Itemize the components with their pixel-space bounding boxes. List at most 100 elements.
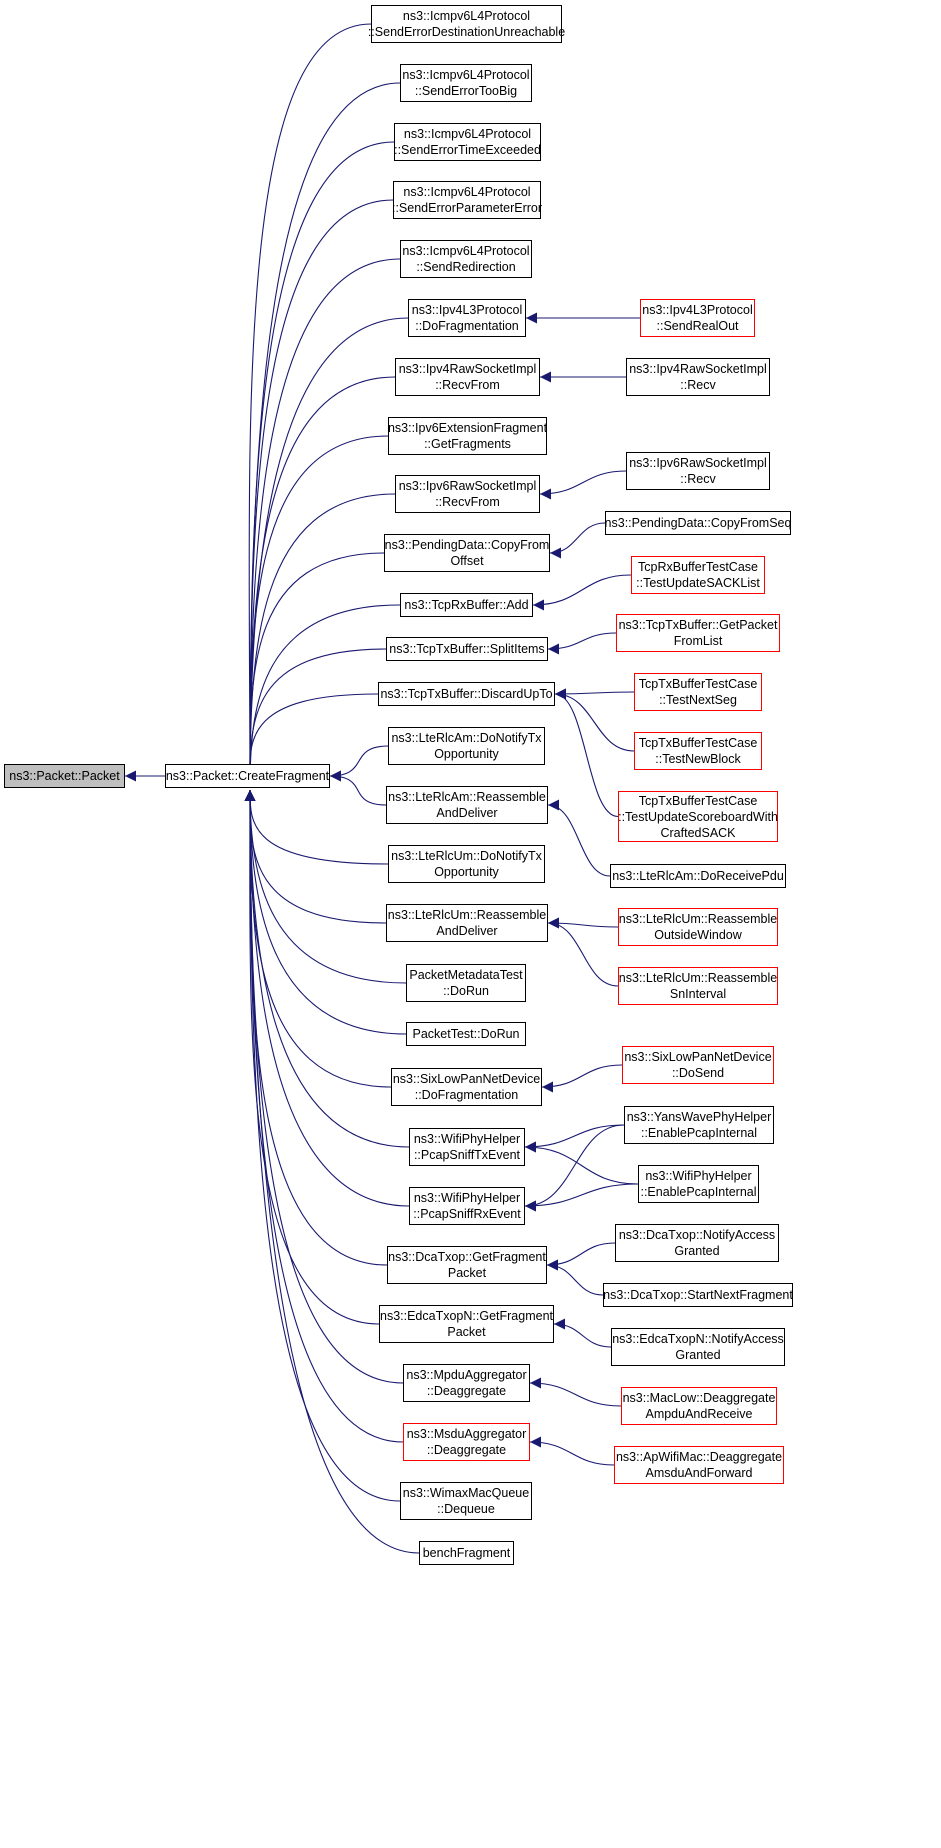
node-label-line: benchFragment (422, 1546, 511, 1560)
node-label-line: TcpTxBufferTestCase (638, 793, 758, 808)
graph-node-ns3-ipv4rawsocketimpl-recvfrom[interactable]: ns3::Ipv4RawSocketImpl::RecvFrom (395, 358, 540, 396)
node-label-line: ns3::Icmpv6L4Protocol (403, 185, 531, 199)
edge-a19-to-cf (244, 789, 407, 1035)
edge-b16-to-a23 (546, 1242, 616, 1271)
graph-node-tcptxbuffertestcase-testnextseg[interactable]: TcpTxBufferTestCase::TestNextSeg (634, 673, 762, 711)
node-label-line: ns3::LteRlcAm::Reassemble (388, 790, 546, 804)
graph-node-ns3-wifiphyhelper-pcapsnifftxevent[interactable]: ns3::WifiPhyHelper::PcapSniffTxEvent (409, 1128, 525, 1166)
node-label-line: ::TestNewBlock (655, 752, 741, 766)
graph-node-ns3-icmpv6l4protocol-senderrordestinationunreachable[interactable]: ns3::Icmpv6L4Protocol::SendErrorDestinat… (368, 5, 565, 43)
node-label-line: ::Recv (680, 472, 716, 486)
node-label-line: Packet (447, 1325, 486, 1339)
graph-node-ns3-tcptxbuffer-discardupto[interactable]: ns3::TcpTxBuffer::DiscardUpTo (378, 682, 555, 706)
node-label-line: ns3::LteRlcUm::Reassemble (618, 912, 778, 926)
graph-node-ns3-sixlowpannetdevice-dosend[interactable]: ns3::SixLowPanNetDevice::DoSend (622, 1046, 774, 1084)
edge-b15-to-a21 (524, 1141, 639, 1185)
node-label-line: AndDeliver (436, 924, 498, 938)
graph-node-tcptxbuffertestcase-testupdatescoreboardwithcraftedsack[interactable]: TcpTxBufferTestCase::TestUpdateScoreboar… (618, 791, 778, 842)
edge-a1-to-cf (244, 23, 372, 789)
graph-node-packetmetadatatest-dorun[interactable]: PacketMetadataTest::DoRun (406, 964, 526, 1002)
edge-b10-to-a15 (547, 799, 611, 877)
node-label-line: ns3::WimaxMacQueue (402, 1486, 530, 1500)
node-label-line: ns3::Icmpv6L4Protocol (402, 9, 531, 23)
graph-node-ns3-icmpv6l4protocol-senderrortimeexceeded[interactable]: ns3::Icmpv6L4Protocol::SendErrorTimeExce… (394, 123, 541, 161)
graph-node-ns3-wifiphyhelper-pcapsniffrxevent[interactable]: ns3::WifiPhyHelper::PcapSniffRxEvent (409, 1187, 525, 1225)
graph-node-ns3-sixlowpannetdevice-dofragmentation[interactable]: ns3::SixLowPanNetDevice::DoFragmentation (391, 1068, 542, 1106)
graph-node-ns3-mpduaggregator-deaggregate[interactable]: ns3::MpduAggregator::Deaggregate (403, 1364, 530, 1402)
edge-a4-to-cf (244, 199, 394, 789)
node-label-line: ::Deaggregate (426, 1443, 507, 1457)
node-label-line: ::DoRun (443, 984, 489, 998)
node-label-line: ns3::DcaTxop::GetFragment (388, 1250, 546, 1264)
node-label-line: ns3::Ipv6ExtensionFragment (387, 421, 548, 435)
graph-node-ns3-wifiphyhelper-enablepcapinternal[interactable]: ns3::WifiPhyHelper::EnablePcapInternal (638, 1165, 759, 1203)
graph-node-ns3-icmpv6l4protocol-senderrortoobig[interactable]: ns3::Icmpv6L4Protocol::SendErrorTooBig (400, 64, 532, 102)
node-label-line: ::EnablePcapInternal (640, 1185, 757, 1199)
graph-node-ns3-tcprxbuffer-add[interactable]: ns3::TcpRxBuffer::Add (400, 593, 533, 617)
edge-a22-to-cf (244, 789, 410, 1207)
node-label-line: PacketTest::DoRun (412, 1027, 520, 1041)
graph-node-ns3-wimaxmacqueue-dequeue[interactable]: ns3::WimaxMacQueue::Dequeue (400, 1482, 532, 1520)
node-label-line: ns3::MsduAggregator (406, 1427, 527, 1441)
graph-node-ns3-dcatxop-startnextfragment[interactable]: ns3::DcaTxop::StartNextFragment (603, 1283, 793, 1307)
node-label-line: ::Deaggregate (426, 1384, 507, 1398)
node-label-line: ns3::MpduAggregator (406, 1368, 527, 1382)
graph-node-ns3-ipv6extensionfragment-getfragments[interactable]: ns3::Ipv6ExtensionFragment::GetFragments (388, 417, 547, 455)
graph-node-ns3-lterlcam-doreceivepdu[interactable]: ns3::LteRlcAm::DoReceivePdu (610, 864, 786, 888)
edge-b4-to-a10 (549, 522, 606, 559)
graph-node-ns3-ipv4l3protocol-dofragmentation[interactable]: ns3::Ipv4L3Protocol::DoFragmentation (408, 299, 526, 337)
graph-node-ns3-ipv6rawsocketimpl-recvfrom[interactable]: ns3::Ipv6RawSocketImpl::RecvFrom (395, 475, 540, 513)
graph-node-ns3-msduaggregator-deaggregate[interactable]: ns3::MsduAggregator::Deaggregate (403, 1423, 530, 1461)
graph-node-ns3-yanswavephyhelper-enablepcapinternal[interactable]: ns3::YansWavePhyHelper::EnablePcapIntern… (624, 1106, 774, 1144)
graph-node-tcprxbuffertestcase-testupdatesacklist[interactable]: TcpRxBufferTestCase::TestUpdateSACKList (631, 556, 765, 594)
edge-b18-to-a24 (553, 1318, 612, 1348)
graph-node-ns3-ipv4rawsocketimpl-recv[interactable]: ns3::Ipv4RawSocketImpl::Recv (626, 358, 770, 396)
node-label-line: ns3::PendingData::CopyFromSeq (604, 516, 792, 530)
graph-node-ns3-ipv4l3protocol-sendrealout[interactable]: ns3::Ipv4L3Protocol::SendRealOut (640, 299, 755, 337)
graph-node-ns3-icmpv6l4protocol-sendredirection[interactable]: ns3::Icmpv6L4Protocol::SendRedirection (400, 240, 532, 278)
graph-node-benchfragment[interactable]: benchFragment (419, 1541, 514, 1565)
node-label-line: Granted (674, 1244, 720, 1258)
graph-node-packettest-dorun[interactable]: PacketTest::DoRun (406, 1022, 526, 1046)
node-label-line: ns3::Packet::CreateFragment (165, 769, 330, 783)
node-label-line: ns3::WifiPhyHelper (645, 1169, 752, 1183)
graph-node-tcptxbuffertestcase-testnewblock[interactable]: TcpTxBufferTestCase::TestNewBlock (634, 732, 762, 770)
graph-node-ns3-packet-createfragment[interactable]: ns3::Packet::CreateFragment (165, 764, 330, 788)
graph-node-ns3-ipv6rawsocketimpl-recv[interactable]: ns3::Ipv6RawSocketImpl::Recv (626, 452, 770, 490)
graph-node-ns3-tcptxbuffer-splititems[interactable]: ns3::TcpTxBuffer::SplitItems (386, 637, 548, 661)
node-label-line: ns3::Ipv6RawSocketImpl (398, 479, 537, 493)
node-label-line: ns3::EdcaTxopN::GetFragment (380, 1309, 553, 1323)
node-label-line: Granted (675, 1348, 721, 1362)
node-label-line: ns3::LteRlcUm::Reassemble (618, 971, 778, 985)
node-label-line: ::RecvFrom (435, 378, 500, 392)
graph-node-ns3-pendingdata-copyfromseq[interactable]: ns3::PendingData::CopyFromSeq (605, 511, 791, 535)
edge-a10-to-cf (244, 552, 385, 789)
node-label-line: ns3::Icmpv6L4Protocol (402, 244, 530, 258)
edge-b12-to-a17 (547, 917, 619, 987)
node-label-line: ns3::Ipv4L3Protocol (642, 303, 753, 317)
node-label-line: ns3::WifiPhyHelper (413, 1191, 521, 1205)
node-label-line: PacketMetadataTest (409, 968, 523, 982)
node-label-line: ns3::MacLow::Deaggregate (622, 1391, 776, 1405)
node-label-line: ns3::TcpTxBuffer::SplitItems (389, 642, 545, 656)
node-label-line: Offset (450, 554, 484, 568)
graph-node-ns3-icmpv6l4protocol-senderrorparametererror[interactable]: ns3::Icmpv6L4Protocol::SendErrorParamete… (392, 181, 542, 219)
edge-b3-to-a9 (539, 470, 627, 500)
node-label-line: ns3::TcpTxBuffer::DiscardUpTo (380, 687, 553, 701)
node-label-line: ns3::LteRlcAm::DoReceivePdu (612, 869, 784, 883)
edge-a24-to-cf (244, 789, 380, 1325)
